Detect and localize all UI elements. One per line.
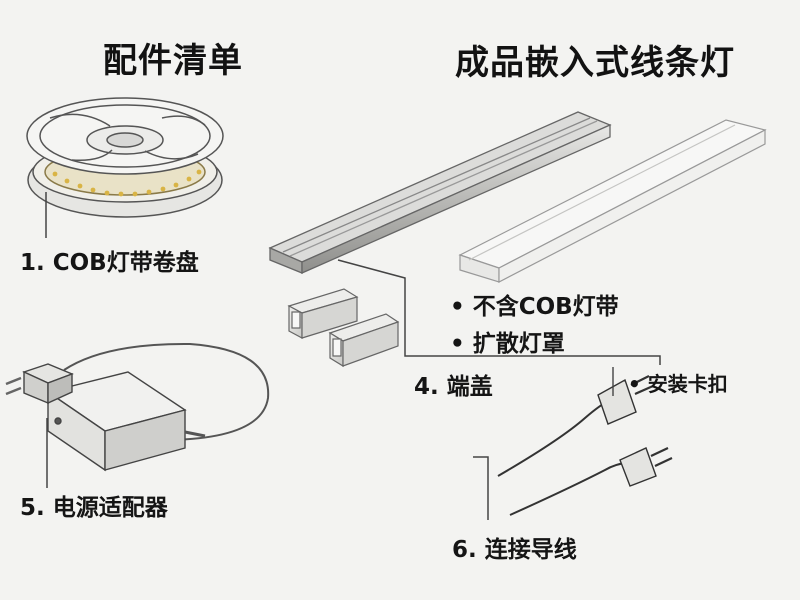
accessories-title: 配件清单 bbox=[103, 41, 243, 81]
cable-label: 6. 连接导线 bbox=[452, 537, 577, 563]
clips-label: 安装卡扣 bbox=[628, 368, 728, 397]
diffuser-cover-icon bbox=[458, 119, 767, 283]
aluminum-profile-icon bbox=[268, 111, 612, 274]
leader-lines bbox=[45, 192, 661, 520]
product-title: 成品嵌入式线条灯 bbox=[455, 43, 735, 83]
adapter-label: 5. 电源适配器 bbox=[20, 495, 168, 521]
reel-label: 1. COB灯带卷盘 bbox=[20, 250, 199, 276]
end-cap-label: 4. 端盖 bbox=[414, 374, 493, 400]
connection-cable-icon bbox=[497, 367, 673, 516]
diffuser-label: 扩散灯罩 bbox=[450, 324, 565, 358]
power-adapter-icon bbox=[5, 342, 270, 472]
no-cob-label: 不含COB灯带 bbox=[450, 287, 619, 321]
end-cap-icon bbox=[287, 288, 400, 368]
led-reel-icon bbox=[26, 97, 224, 218]
